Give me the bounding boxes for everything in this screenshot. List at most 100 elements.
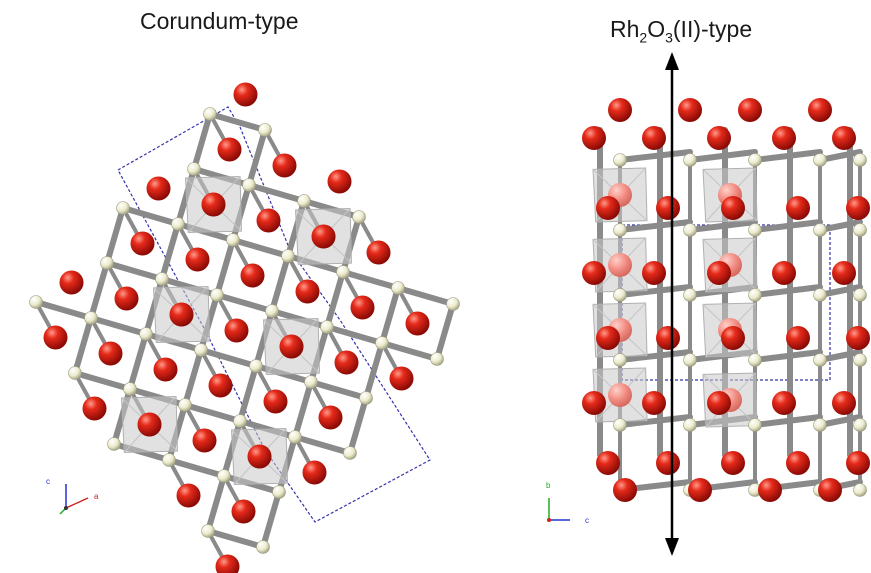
- metal-atom: [203, 107, 217, 121]
- oxygen-atom: [263, 389, 288, 414]
- oxygen-atom: [758, 478, 782, 502]
- oxygen-atom: [832, 261, 856, 285]
- metal-atom: [748, 418, 762, 432]
- bond: [246, 182, 307, 204]
- bond: [752, 149, 823, 163]
- bond: [752, 349, 823, 363]
- metal-atom: [748, 288, 762, 302]
- oxygen-atom: [721, 451, 745, 475]
- oxygen-atom: [217, 137, 242, 162]
- oxygen-atom: [59, 270, 84, 295]
- double-arrow: [665, 52, 679, 556]
- metal-atom: [68, 366, 82, 380]
- bond: [687, 149, 758, 163]
- metal-atom: [258, 123, 272, 137]
- bond: [182, 402, 243, 424]
- inner-atom: [608, 253, 632, 277]
- oxygen-atom: [405, 311, 430, 336]
- oxygen-atom: [678, 98, 702, 122]
- bond: [230, 237, 291, 259]
- oxygen-atom: [224, 318, 249, 343]
- bond: [379, 340, 440, 362]
- metal-atom: [683, 353, 697, 367]
- bond: [363, 340, 385, 401]
- bond: [72, 315, 94, 376]
- unit-cell-outline: [117, 106, 431, 523]
- metal-atom: [748, 153, 762, 167]
- oxygen-atom: [208, 373, 233, 398]
- oxygen-atom: [707, 261, 731, 285]
- oxygen-atom: [721, 196, 745, 220]
- metal-atom: [813, 223, 827, 237]
- metal-atom: [84, 311, 98, 325]
- axis-b-label-right: b: [546, 481, 551, 490]
- oxygen-atom: [688, 478, 712, 502]
- metal-atom: [116, 201, 130, 215]
- oxygen-atoms-left: [43, 82, 430, 573]
- oxygen-atom: [642, 126, 666, 150]
- oxygen-atom: [327, 169, 352, 194]
- oxygen-atom: [582, 126, 606, 150]
- oxygen-atom: [656, 451, 680, 475]
- oxygen-atom: [656, 196, 680, 220]
- bond: [617, 284, 693, 298]
- oxygen-atom: [596, 326, 620, 350]
- oxygen-atom: [642, 391, 666, 415]
- metal-atom: [813, 353, 827, 367]
- bond: [104, 205, 126, 266]
- oxygen-atom: [846, 196, 870, 220]
- metal-atom: [242, 178, 256, 192]
- metal-atom: [748, 353, 762, 367]
- bond: [205, 473, 227, 534]
- bond: [214, 292, 275, 314]
- metal-atom: [187, 162, 201, 176]
- axis-triad-left: c a: [46, 477, 99, 515]
- oxygen-atom: [318, 405, 343, 430]
- bond: [687, 219, 758, 233]
- metal-atoms-right: [613, 153, 867, 497]
- metal-atom: [194, 343, 208, 357]
- metal-atom: [265, 304, 279, 318]
- bond: [159, 221, 181, 282]
- oxygen-atom: [721, 326, 745, 350]
- bond: [104, 260, 165, 282]
- metal-atom: [123, 382, 137, 396]
- oxygen-atom: [772, 126, 796, 150]
- metal-atom: [155, 272, 169, 286]
- oxygen-atom: [98, 341, 123, 366]
- bond: [182, 347, 204, 408]
- bond: [269, 253, 291, 314]
- metal-atom: [853, 353, 867, 367]
- bond: [340, 269, 401, 291]
- bond: [292, 434, 353, 456]
- oxygen-atom: [256, 208, 281, 233]
- oxygen-atom: [247, 444, 272, 469]
- bond: [292, 379, 314, 440]
- metal-atom: [288, 430, 302, 444]
- oxygen-atom: [130, 231, 155, 256]
- bond: [205, 528, 266, 550]
- rh2o3-structure: [582, 98, 870, 502]
- metal-atom: [201, 524, 215, 538]
- metal-atom: [210, 288, 224, 302]
- metal-atom: [613, 223, 627, 237]
- metal-atom: [249, 359, 263, 373]
- axis-c-label-right: c: [585, 516, 589, 525]
- oxygen-atom: [153, 357, 178, 382]
- metal-atom: [375, 336, 389, 350]
- metal-atom: [139, 327, 153, 341]
- oxygen-atom: [772, 391, 796, 415]
- oxygen-atom: [832, 126, 856, 150]
- metal-atom: [853, 223, 867, 237]
- oxygen-atom: [43, 325, 68, 350]
- bond: [308, 379, 369, 401]
- oxygen-atom: [82, 396, 107, 421]
- metal-atom: [281, 249, 295, 263]
- metal-atom: [683, 223, 697, 237]
- oxygen-atoms-right: [582, 98, 870, 502]
- bond: [617, 219, 693, 233]
- metal-atom: [107, 437, 121, 451]
- metal-atom: [320, 320, 334, 334]
- oxygen-atom: [582, 391, 606, 415]
